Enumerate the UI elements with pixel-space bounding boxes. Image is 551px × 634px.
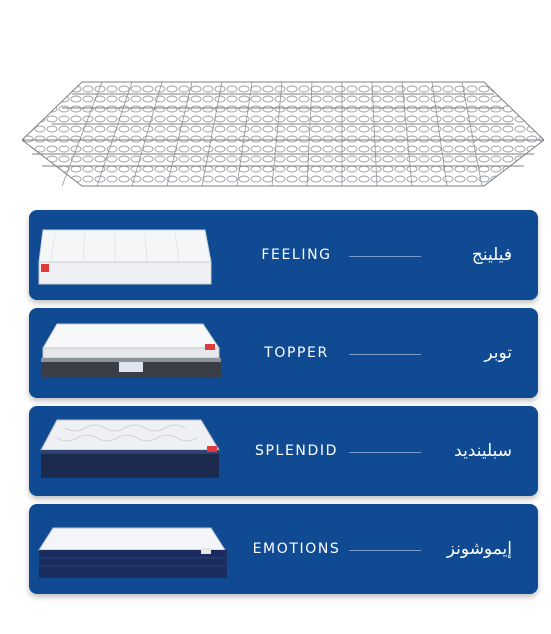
spring-coil-icon — [21, 74, 545, 190]
mattress-splendid-icon — [35, 416, 231, 488]
product-list: FEELING فيلينج TOPPER توبر — [29, 210, 538, 602]
mattress-emotions-icon — [35, 508, 231, 586]
divider — [349, 550, 421, 551]
product-card-emotions[interactable]: EMOTIONS إيموشونز — [29, 504, 538, 594]
product-card-feeling[interactable]: FEELING فيلينج — [29, 210, 538, 300]
product-name-en: TOPPER — [264, 345, 329, 361]
divider — [349, 354, 421, 355]
product-name-ar: سبليندید — [454, 441, 512, 461]
divider — [349, 256, 421, 257]
product-name-ar: توبر — [484, 343, 512, 363]
product-name-ar: فيلينج — [471, 245, 512, 265]
product-card-topper[interactable]: TOPPER توبر — [29, 308, 538, 398]
mattress-feeling-icon — [35, 220, 231, 292]
product-name-en: SPLENDID — [255, 443, 338, 459]
product-name-en: FEELING — [261, 247, 332, 263]
product-name-en: EMOTIONS — [252, 541, 341, 557]
product-card-splendid[interactable]: SPLENDID سبليندید — [29, 406, 538, 496]
mattress-topper-icon — [35, 318, 231, 390]
divider — [349, 452, 421, 453]
product-name-ar: إيموشونز — [446, 539, 512, 559]
